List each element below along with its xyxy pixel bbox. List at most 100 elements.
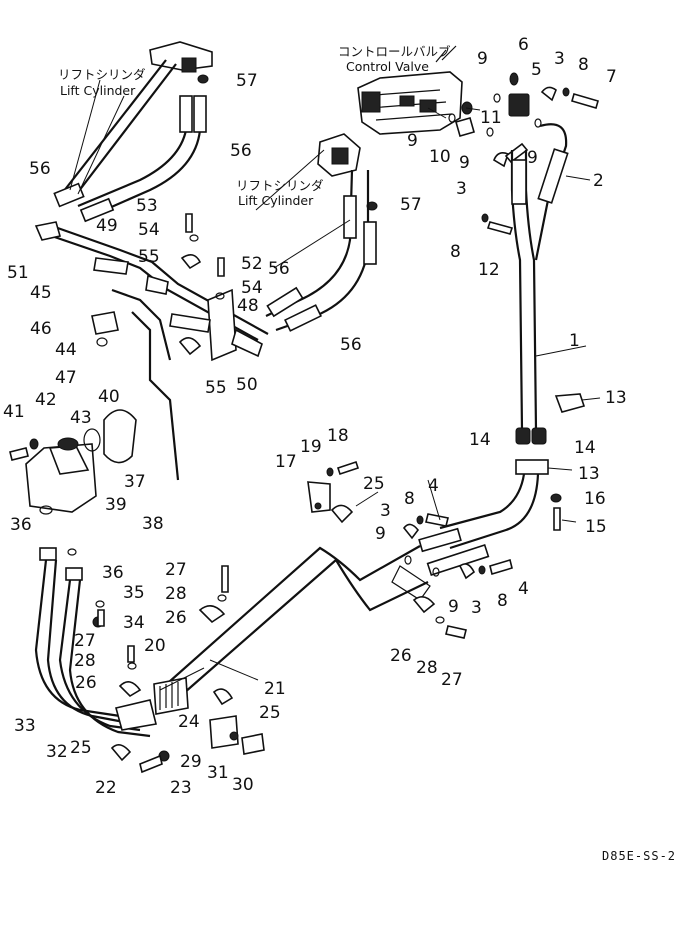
clamps-26-27-28 xyxy=(198,565,467,755)
callout-51: 51 xyxy=(7,263,29,283)
pipe-49-51 xyxy=(34,221,269,481)
drawing-code: D85E-SS-2 xyxy=(602,849,676,863)
callout-17: 17 xyxy=(275,452,297,472)
hose-56-mid xyxy=(265,169,377,332)
callout-25a: 25 xyxy=(363,474,385,494)
callout-25b: 25 xyxy=(259,703,281,723)
callout-55a: 55 xyxy=(138,247,160,267)
callout-12: 12 xyxy=(478,260,500,280)
callout-55b: 55 xyxy=(205,378,227,398)
bracket-48-50 xyxy=(169,213,263,362)
callout-24: 24 xyxy=(178,712,200,732)
callout-27a: 27 xyxy=(165,560,187,580)
hose-32-33 xyxy=(34,547,151,738)
callout-8c: 8 xyxy=(404,489,415,509)
callout-45: 45 xyxy=(30,283,52,303)
callout-35: 35 xyxy=(123,583,145,603)
callout-39: 39 xyxy=(105,495,127,515)
callout-27b: 27 xyxy=(74,631,96,651)
lift-cylinder-mid-caption-en: Lift Cylinder xyxy=(238,193,314,208)
callout-10: 10 xyxy=(429,147,451,167)
lift-cylinder-mid-caption-jp: リフトシリンダ xyxy=(236,178,324,193)
callout-56d: 56 xyxy=(340,335,362,355)
washer-16 xyxy=(550,493,562,503)
callout-41: 41 xyxy=(3,402,25,422)
callout-22: 22 xyxy=(95,778,117,798)
control-valve-caption-jp: コントロールバルブ xyxy=(338,44,451,59)
callout-9b: 9 xyxy=(407,131,418,151)
callout-48: 48 xyxy=(237,296,259,316)
callout-8d: 8 xyxy=(497,591,508,611)
bracket-40 xyxy=(83,409,137,464)
callout-8b: 8 xyxy=(450,242,461,262)
clamp-25-mid xyxy=(330,504,354,524)
hose-2 xyxy=(534,123,569,261)
tank-37 xyxy=(9,437,97,515)
callout-33: 33 xyxy=(14,716,36,736)
callout-26a: 26 xyxy=(165,608,187,628)
callout-46: 46 xyxy=(30,319,52,339)
callout-28c: 28 xyxy=(416,658,438,678)
leader-lines xyxy=(69,79,601,691)
callout-43: 43 xyxy=(70,408,92,428)
callout-56a: 56 xyxy=(29,159,51,179)
control-valve xyxy=(357,45,463,135)
callout-44: 44 xyxy=(55,340,77,360)
callout-34: 34 xyxy=(123,613,145,633)
callout-28a: 28 xyxy=(165,584,187,604)
bolt-15 xyxy=(553,507,561,531)
callout-54b: 54 xyxy=(241,278,263,298)
callout-16: 16 xyxy=(584,489,606,509)
callout-9f: 9 xyxy=(448,597,459,617)
callout-29: 29 xyxy=(180,752,202,772)
callout-9d: 9 xyxy=(527,148,538,168)
callout-21: 21 xyxy=(264,679,286,699)
callout-8a: 8 xyxy=(578,55,589,75)
callout-52: 52 xyxy=(241,254,263,274)
callout-3a: 3 xyxy=(554,49,565,69)
valve-fittings xyxy=(448,72,599,235)
block-20 xyxy=(153,677,189,715)
callout-30: 30 xyxy=(232,775,254,795)
lower-hose-run xyxy=(159,473,540,701)
callout-4a: 4 xyxy=(428,476,439,496)
callout-49: 49 xyxy=(96,216,118,236)
callout-54a: 54 xyxy=(138,220,160,240)
callout-1: 1 xyxy=(569,331,580,351)
callout-6: 6 xyxy=(518,35,529,55)
callout-13b: 13 xyxy=(578,464,600,484)
hose-1 xyxy=(510,150,538,431)
callout-53: 53 xyxy=(136,196,158,216)
bracket-17 xyxy=(307,460,360,513)
callout-57a: 57 xyxy=(236,71,258,91)
callout-56c: 56 xyxy=(268,259,290,279)
callout-20: 20 xyxy=(144,636,166,656)
clamp-13-lower xyxy=(515,459,549,475)
control-valve-caption-en: Control Valve xyxy=(346,59,429,74)
callout-32: 32 xyxy=(46,742,68,762)
callout-18: 18 xyxy=(327,426,349,446)
fittings-14 xyxy=(515,427,547,445)
callout-11: 11 xyxy=(480,108,502,128)
callout-15: 15 xyxy=(585,517,607,537)
clamp-13-upper xyxy=(554,393,586,413)
callout-9c: 9 xyxy=(459,153,470,173)
callout-7: 7 xyxy=(606,67,617,87)
lower-bracket-assembly xyxy=(92,600,170,774)
lift-cylinder-left-caption-jp: リフトシリンダ xyxy=(58,67,146,82)
callout-4b: 4 xyxy=(518,579,529,599)
callout-3c: 3 xyxy=(380,501,391,521)
callout-40: 40 xyxy=(98,387,120,407)
callout-9a: 9 xyxy=(477,49,488,69)
hose-56-left xyxy=(53,59,207,223)
callout-3b: 3 xyxy=(456,179,467,199)
callout-14a: 14 xyxy=(469,430,491,450)
callout-47: 47 xyxy=(55,368,77,388)
callout-26b: 26 xyxy=(75,673,97,693)
fittings-3-4-8-9-lower xyxy=(402,513,513,580)
callout-37: 37 xyxy=(124,472,146,492)
callout-26c: 26 xyxy=(390,646,412,666)
callout-38: 38 xyxy=(142,514,164,534)
bracket-44 xyxy=(91,311,119,347)
